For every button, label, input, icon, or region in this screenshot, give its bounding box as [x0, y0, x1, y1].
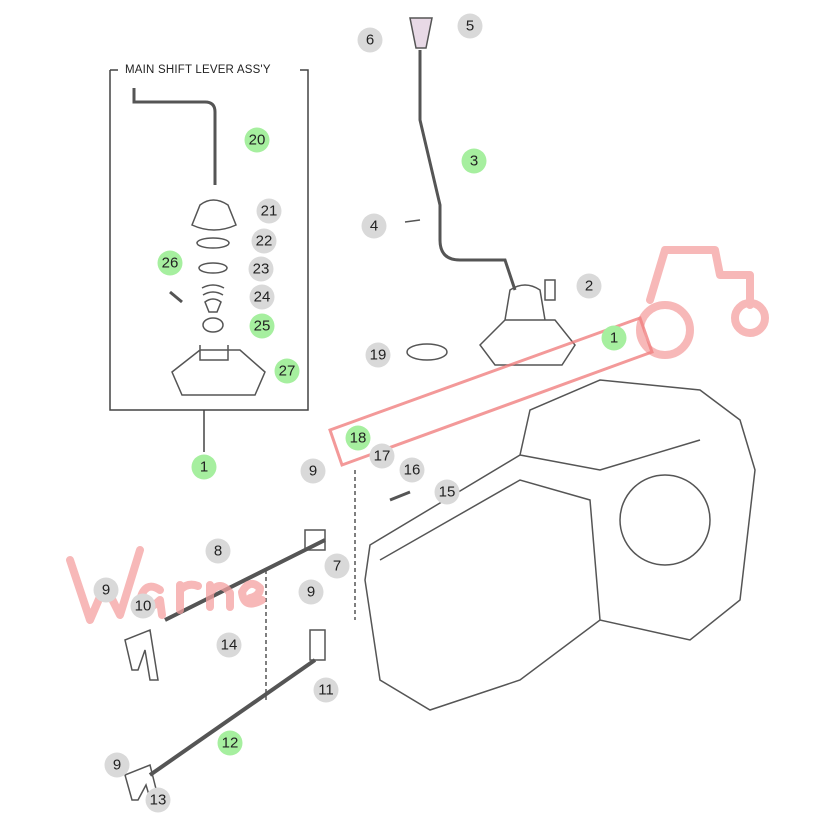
callout-24[interactable]: 24	[249, 284, 275, 310]
part-19-clamp	[406, 343, 448, 361]
callout-2[interactable]: 2	[576, 273, 602, 299]
part-8-shift-rod	[164, 538, 326, 622]
part-7-block	[304, 529, 326, 551]
callout-9[interactable]: 9	[104, 752, 130, 778]
part-12-shift-rod	[148, 658, 317, 777]
part-27-housing	[171, 345, 266, 396]
callout-11[interactable]: 11	[313, 677, 339, 703]
callout-12[interactable]: 12	[217, 730, 243, 756]
part-20-lever	[132, 88, 217, 185]
part-3-lever	[418, 50, 517, 291]
part-15-spring	[389, 490, 411, 502]
part-1-housing	[479, 284, 576, 366]
callout-5[interactable]: 5	[457, 13, 483, 39]
callout-8[interactable]: 8	[205, 538, 231, 564]
callout-9[interactable]: 9	[300, 458, 326, 484]
part-11-block	[309, 629, 326, 661]
callout-25[interactable]: 25	[249, 313, 275, 339]
callout-6[interactable]: 6	[357, 27, 383, 53]
callout-17[interactable]: 17	[369, 443, 395, 469]
callout-16[interactable]: 16	[399, 457, 425, 483]
callout-15[interactable]: 15	[434, 479, 460, 505]
callout-13[interactable]: 13	[145, 787, 171, 813]
callout-23[interactable]: 23	[248, 256, 274, 282]
callout-1-lever[interactable]: 1	[601, 325, 627, 351]
callout-9[interactable]: 9	[93, 577, 119, 603]
part-10-fork	[124, 628, 159, 681]
part-23-ring	[198, 262, 228, 274]
callout-18[interactable]: 18	[345, 425, 371, 451]
part-4-pin	[404, 219, 421, 223]
callout-22[interactable]: 22	[251, 228, 277, 254]
transmission-case	[364, 379, 756, 711]
part-24-spring	[201, 284, 225, 313]
callout-1-assembly[interactable]: 1	[191, 454, 217, 480]
assembly-title: MAIN SHIFT LEVER ASS'Y	[122, 64, 274, 76]
callout-7[interactable]: 7	[324, 553, 350, 579]
callout-26[interactable]: 26	[157, 250, 183, 276]
part-22-ring	[196, 237, 230, 249]
part-21-boot	[191, 199, 237, 231]
part-5-knob	[409, 17, 433, 49]
assembly-frame	[109, 69, 309, 411]
callout-19[interactable]: 19	[365, 342, 391, 368]
callout-27[interactable]: 27	[274, 358, 300, 384]
callout-10[interactable]: 10	[130, 593, 156, 619]
callout-4[interactable]: 4	[361, 213, 387, 239]
part-2-bolt	[544, 279, 556, 301]
callout-3[interactable]: 3	[461, 148, 487, 174]
callout-14[interactable]: 14	[216, 632, 242, 658]
callout-20[interactable]: 20	[244, 127, 270, 153]
callout-9[interactable]: 9	[298, 579, 324, 605]
callout-21[interactable]: 21	[256, 198, 282, 224]
part-25-ball	[202, 317, 224, 333]
part-26-pin	[169, 290, 183, 304]
